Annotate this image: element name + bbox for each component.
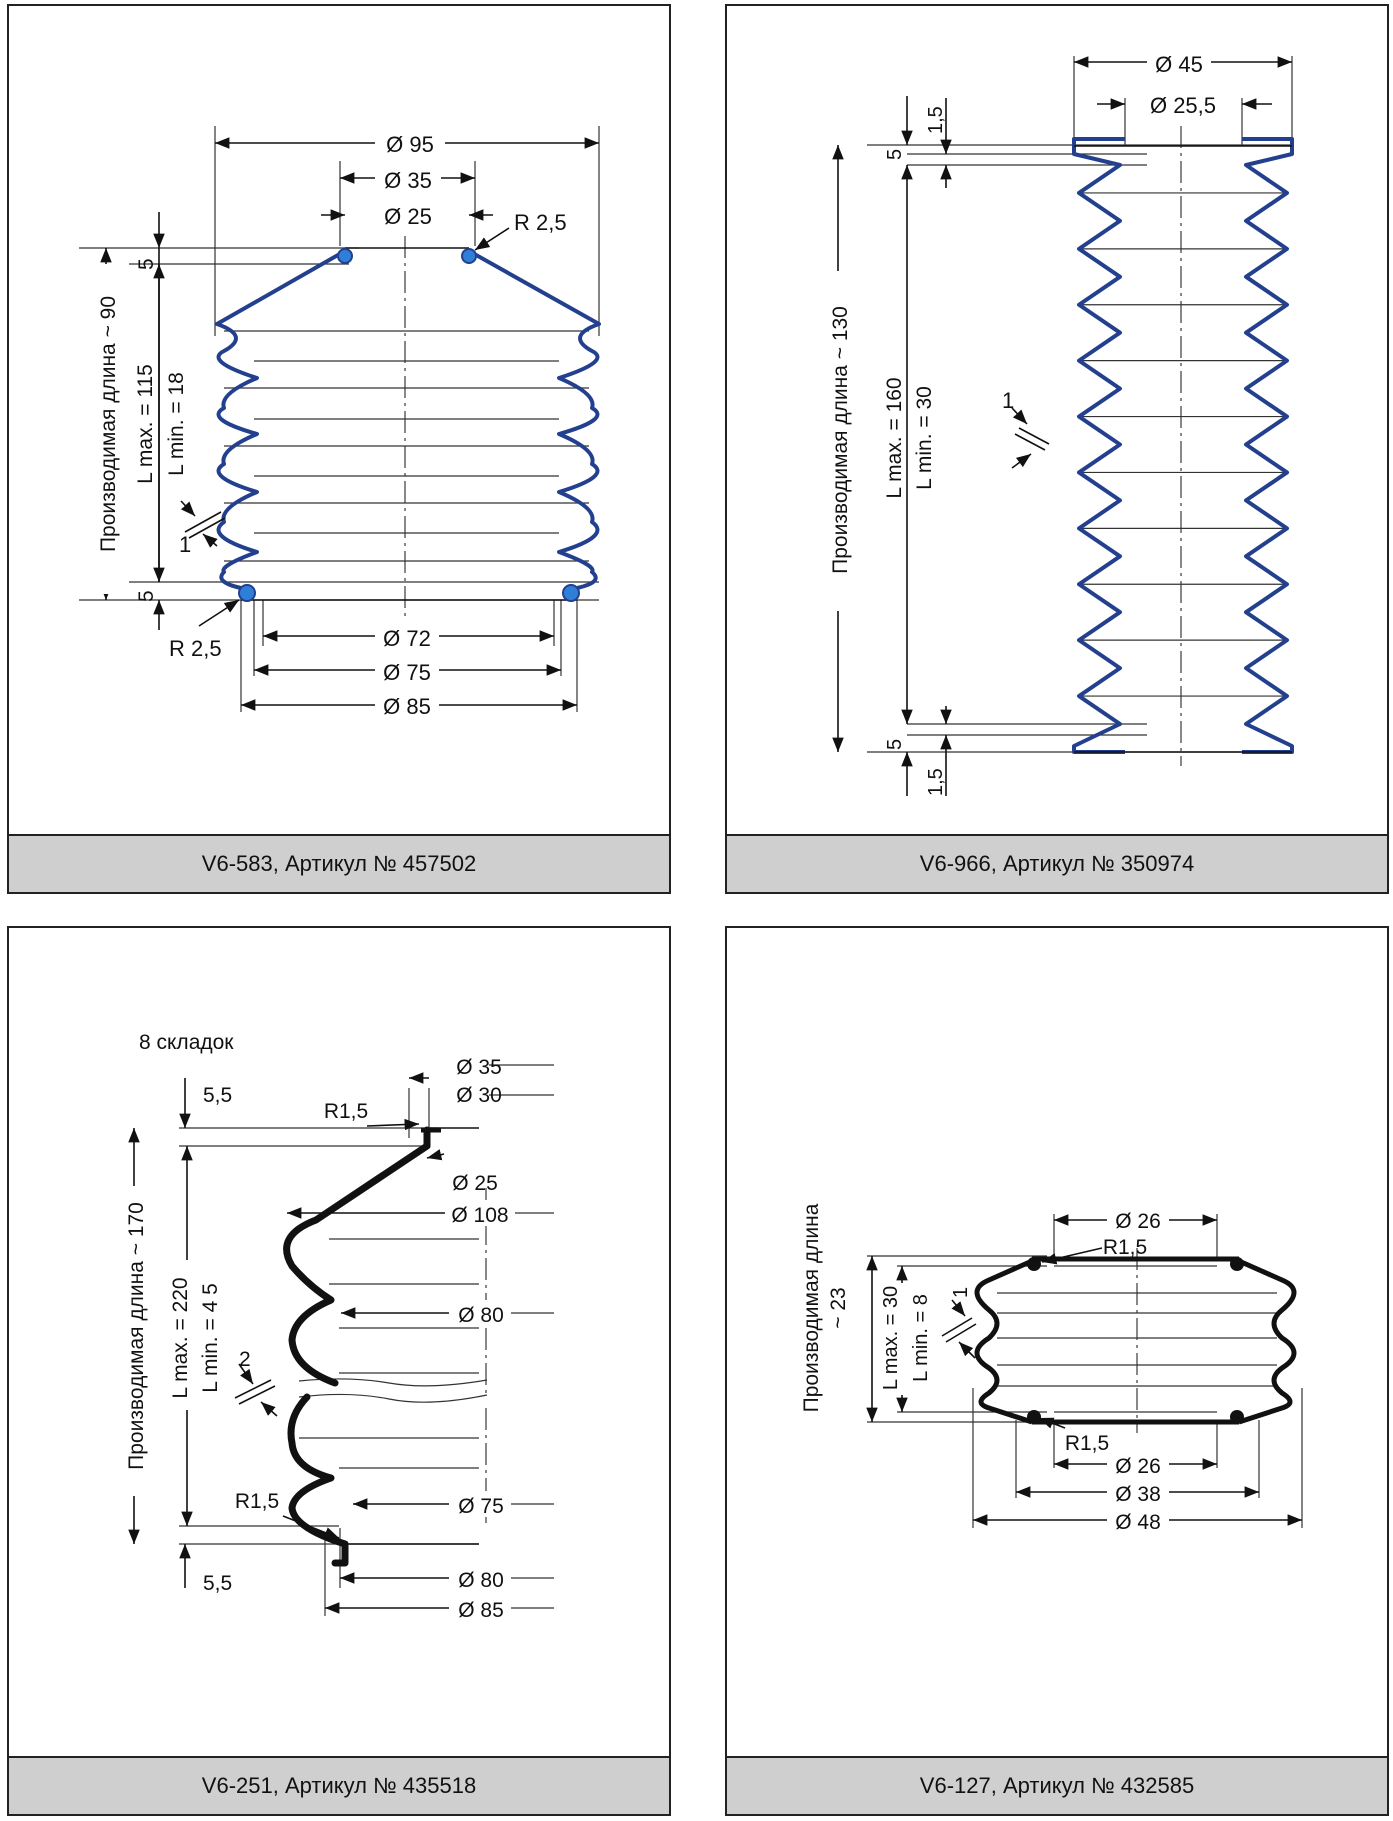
dim-d35: Ø 35 (456, 1056, 502, 1079)
dim-h55-bot: 5,5 (203, 1572, 232, 1595)
dim-wall: 1 (950, 1287, 972, 1298)
dim-d38: Ø 38 (1115, 1483, 1161, 1506)
dim-r-top: R 2,5 (514, 210, 567, 235)
dim-lmax: L max. = 30 (880, 1286, 902, 1390)
dim-t15-bot: 1,5 (925, 768, 947, 796)
dim-vertical-length: Производимая длина (800, 1203, 823, 1412)
dim-d35: Ø 35 (384, 168, 432, 193)
drawing-panel-v6-966: Ø 45 Ø 25,5 5 5 1,5 1,5 Производимая дли… (725, 4, 1389, 894)
dim-r15-top: R1,5 (1103, 1236, 1147, 1259)
dim-d25: Ø 25 (452, 1172, 498, 1195)
dim-d48: Ø 48 (1115, 1511, 1161, 1534)
dim-d80a: Ø 80 (458, 1304, 504, 1327)
dim-r15-bot: R1,5 (1065, 1432, 1109, 1455)
dim-h55-top: 5,5 (203, 1084, 232, 1107)
bellows-drawing-v6-583: Ø 95 Ø 35 Ø 25 R 2,5 5 5 Производимая дл… (79, 126, 601, 719)
dim-lmin: L min. = 4 5 (199, 1283, 222, 1393)
dim-d72: Ø 72 (383, 626, 431, 651)
dim-r15-bot: R1,5 (235, 1490, 279, 1513)
dim-d26-bot: Ø 26 (1115, 1455, 1161, 1478)
dim-d25: Ø 25 (384, 204, 432, 229)
dim-d75: Ø 75 (458, 1495, 504, 1518)
drawing-panel-v6-127: Производимая длина ~ 23 L max. = 30 L mi… (725, 926, 1389, 1816)
dim-vertical-approx: ~ 23 (827, 1287, 850, 1328)
dim-d26-top: Ø 26 (1115, 1210, 1161, 1233)
dim-lmax: L max. = 160 (883, 377, 906, 498)
dim-vertical-length: Производимая длина ~ 170 (125, 1202, 148, 1470)
dim-d255: Ø 25,5 (1150, 93, 1216, 118)
panel-caption: V6-127, Артикул № 432585 (727, 1756, 1387, 1814)
dim-d45: Ø 45 (1155, 52, 1203, 77)
dim-wall: 1 (179, 532, 191, 557)
dim-r15-top: R1,5 (324, 1100, 368, 1123)
drawing-panel-v6-251: 8 складок (7, 926, 671, 1816)
dim-h5-bot: 5 (135, 590, 158, 602)
dim-wall: 1 (1002, 388, 1014, 413)
dim-d75: Ø 75 (383, 660, 431, 685)
dim-d95: Ø 95 (386, 132, 434, 157)
dim-vertical-length: Производимая длина ~ 130 (829, 306, 852, 574)
dim-h5-top: 5 (135, 258, 158, 270)
panel-caption: V6-583, Артикул № 457502 (9, 834, 669, 892)
dim-lmin: L min. = 30 (913, 386, 936, 490)
dim-d108: Ø 108 (451, 1204, 508, 1227)
dim-lmin: L min. = 18 (165, 372, 188, 476)
dim-wall: 2 (239, 1348, 251, 1371)
dim-r-bot: R 2,5 (169, 636, 222, 661)
dim-vertical-length: Производимая длина ~ 90 (97, 296, 120, 552)
panel-caption: V6-966, Артикул № 350974 (727, 834, 1387, 892)
dim-lmin: L min. = 8 (910, 1294, 932, 1382)
panel-caption: V6-251, Артикул № 435518 (9, 1756, 669, 1814)
dim-d30: Ø 30 (456, 1084, 502, 1107)
drawing-panel-v6-583: Ø 95 Ø 35 Ø 25 R 2,5 5 5 Производимая дл… (7, 4, 671, 894)
dim-lmax: L max. = 115 (134, 364, 157, 484)
bellows-drawing-v6-127: Производимая длина ~ 23 L max. = 30 L mi… (800, 1203, 1303, 1534)
dim-d85: Ø 85 (383, 694, 431, 719)
folds-note: 8 складок (139, 1031, 234, 1054)
dim-t5-top: 5 (884, 149, 906, 160)
bellows-drawing-v6-966: Ø 45 Ø 25,5 5 5 1,5 1,5 Производимая дли… (823, 47, 1294, 796)
dim-d80b: Ø 80 (458, 1569, 504, 1592)
dim-lmax: L max. = 220 (169, 1277, 192, 1398)
dim-t5-bot: 5 (884, 739, 906, 750)
bellows-drawing-v6-251: 8 складок (119, 1031, 554, 1622)
dim-d85: Ø 85 (458, 1599, 504, 1622)
dim-t15-top: 1,5 (925, 106, 947, 134)
